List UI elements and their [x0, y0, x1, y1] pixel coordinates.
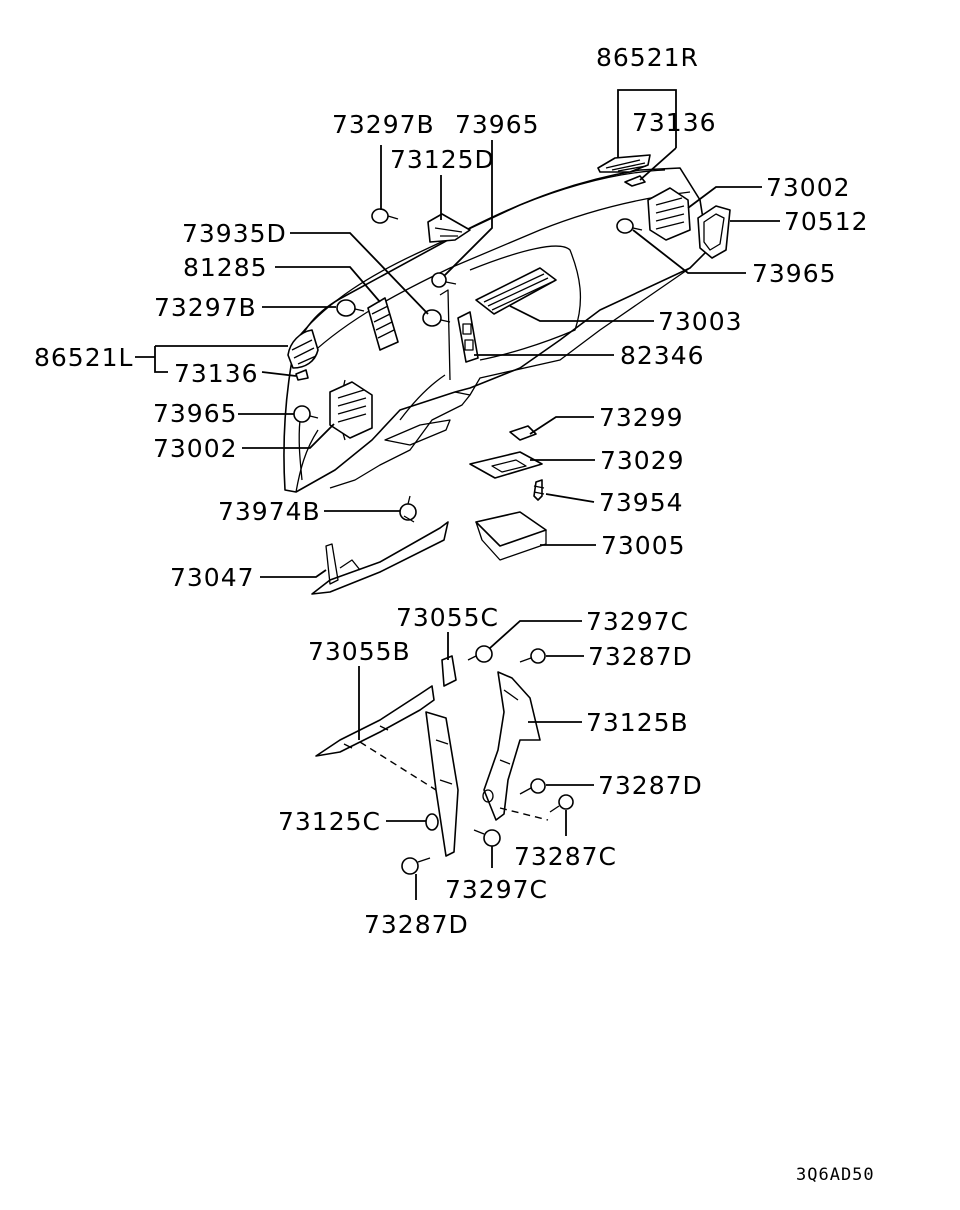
- label-73935D: 73935D: [182, 219, 287, 248]
- label-73287D-mid: 73287D: [598, 771, 703, 800]
- label-73287D-bottom: 73287D: [364, 910, 469, 939]
- label-73954: 73954: [599, 488, 684, 517]
- label-73287D-top: 73287D: [588, 642, 693, 671]
- label-86521L: 86521L: [34, 343, 133, 372]
- label-73297B-top: 73297B: [332, 110, 435, 139]
- screw-73297C-bottom: [473, 829, 501, 847]
- label-70512: 70512: [784, 207, 869, 236]
- clip-73299: [509, 425, 537, 441]
- bracket-73125D: [427, 213, 471, 243]
- switch-82346: [457, 311, 479, 363]
- vent-73002-left: [329, 381, 373, 439]
- bolt-73287D-mid: [519, 778, 546, 795]
- screw-73965-center: [431, 272, 457, 288]
- label-82346: 82346: [620, 341, 705, 370]
- screw-73974B: [399, 495, 417, 523]
- label-73299: 73299: [599, 403, 684, 432]
- instrument-panel-body: [283, 167, 709, 493]
- clip-73136-left: [295, 369, 309, 381]
- label-73125D: 73125D: [390, 145, 495, 174]
- tray-73005: [475, 511, 547, 561]
- label-73965-right: 73965: [752, 259, 837, 288]
- vent-grille-right: [597, 154, 651, 173]
- vent-73002-right: [647, 187, 691, 241]
- screw-73965-left: [293, 405, 319, 423]
- label-73029: 73029: [600, 446, 685, 475]
- vent-grille-left: [287, 329, 319, 369]
- screw-73965-right: [616, 218, 643, 234]
- bezel-70512: [697, 205, 731, 259]
- tray-73029: [469, 451, 543, 479]
- label-73005: 73005: [601, 531, 686, 560]
- label-73047: 73047: [170, 563, 255, 592]
- screw-73297B-left: [336, 299, 365, 317]
- label-86521R: 86521R: [596, 43, 699, 72]
- label-73965-top: 73965: [455, 110, 540, 139]
- panel-73003: [475, 267, 557, 315]
- label-73002-left: 73002: [153, 434, 238, 463]
- label-73287C: 73287C: [514, 842, 617, 871]
- label-73297B-left: 73297B: [154, 293, 257, 322]
- screw-73297B-top: [371, 208, 399, 224]
- label-73125C: 73125C: [278, 807, 381, 836]
- label-73297C-top: 73297C: [586, 607, 689, 636]
- bracket-73125C: [425, 711, 459, 857]
- bolt-73287D-top: [519, 648, 546, 664]
- label-73055C: 73055C: [396, 603, 499, 632]
- label-73965-left: 73965: [153, 399, 238, 428]
- label-73136-top: 73136: [632, 108, 717, 137]
- bracket-73055B: [315, 685, 435, 757]
- label-73297C-bottom: 73297C: [445, 875, 548, 904]
- bracket-73125B: [482, 671, 541, 821]
- label-73136-left: 73136: [174, 359, 259, 388]
- label-73974B: 73974B: [218, 497, 321, 526]
- label-73002-right: 73002: [766, 173, 851, 202]
- clip-73055C: [441, 655, 457, 687]
- bolt-73287C: [549, 794, 574, 813]
- label-73003: 73003: [658, 307, 743, 336]
- bolt-73287D-bottom: [401, 857, 431, 875]
- label-73125B: 73125B: [586, 708, 689, 737]
- label-81285: 81285: [183, 253, 268, 282]
- bracket-73047: [311, 521, 449, 595]
- diagram-code: 3Q6AD50: [796, 1165, 875, 1185]
- label-73055B: 73055B: [308, 637, 411, 666]
- part-labels: 86521R 73136 73297B 73965 73125D 73002 7…: [34, 43, 869, 939]
- screw-73954: [533, 479, 545, 501]
- leader-lines: [135, 89, 780, 900]
- screw-73297C-top: [467, 645, 493, 663]
- clip-73136-right: [624, 175, 646, 187]
